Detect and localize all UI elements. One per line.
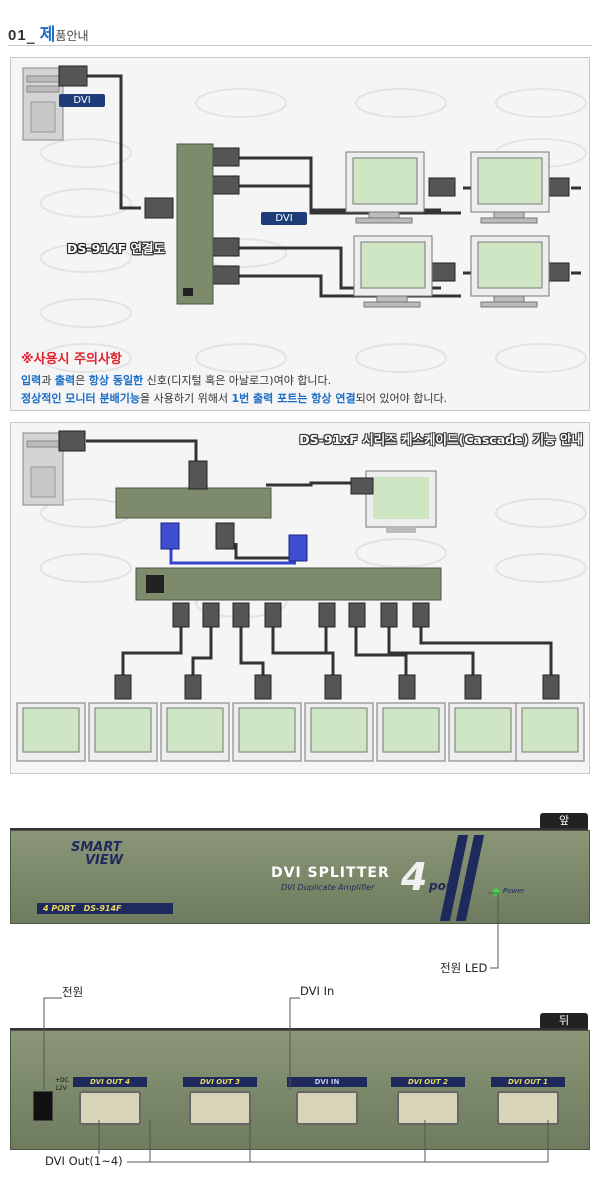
splitter-device-icon xyxy=(176,143,214,305)
port-dvi-out-3: DVI OUT 3 xyxy=(183,1077,257,1127)
section-separator: _ xyxy=(26,25,35,44)
caution-line-1-rest: 신호(디지털 혹은 아날로그)여야 합니다. xyxy=(143,374,332,387)
rear-view-tab: 뒤 xyxy=(540,1013,588,1028)
caution-line-1-output: 출력 xyxy=(54,374,76,387)
callout-dvi-in: DVI In xyxy=(300,984,335,998)
header-divider xyxy=(8,45,592,46)
product-title: DVI SPLITTER xyxy=(271,865,390,881)
model-strip: 4 PORT DS-914F xyxy=(37,903,173,914)
cascade-diagram-graphic xyxy=(16,430,587,762)
dc-label-2: 12V xyxy=(55,1085,67,1092)
product-subtitle: DVI Duplicate Amplifier xyxy=(281,883,375,892)
caution-title: ※사용시 주의사항 xyxy=(21,352,122,367)
dvi-port-icon xyxy=(397,1091,459,1125)
connection-label: DS-914F 연결도 xyxy=(67,241,166,256)
section-number: 01 xyxy=(8,27,27,44)
port-dvi-in: DVI IN xyxy=(287,1077,367,1127)
port-dvi-out-1: DVI OUT 1 xyxy=(491,1077,565,1127)
front-panel-device: SMART VIEW DVI SPLITTER DVI Duplicate Am… xyxy=(10,830,590,924)
caution-line-1-and: 과 xyxy=(41,374,55,387)
callout-power: 전원 xyxy=(62,985,84,999)
brand-line-1: SMART xyxy=(71,840,122,855)
caution-line-1-particle: 은 xyxy=(75,374,89,387)
pc-tower-icon xyxy=(22,67,64,141)
port-label: DVI OUT 3 xyxy=(183,1077,257,1087)
caution-line-2-emphasis-b: 1번 출력 포트는 항상 연결 xyxy=(231,392,356,405)
port-label: DVI OUT 1 xyxy=(491,1077,565,1087)
dvi-port-icon xyxy=(296,1091,358,1125)
connection-diagram-graphic xyxy=(22,65,587,373)
caution-line-2: 정상적인 모니터 분배기능을 사용하기 위해서 1번 출력 포트는 항상 연결되… xyxy=(21,390,447,406)
callout-power-led: 전원 LED xyxy=(440,961,488,975)
caution-line-1-input: 입력 xyxy=(21,374,42,387)
section-title-rest: 품안내 xyxy=(55,29,89,43)
dvi-tag-output: DVI xyxy=(261,212,307,225)
power-led xyxy=(493,889,499,895)
caution-line-1-emphasis: 항상 동일한 xyxy=(88,374,144,387)
port-dvi-out-4: DVI OUT 4 xyxy=(73,1077,147,1127)
monitor-icons xyxy=(345,151,550,308)
callout-dvi-out: DVI Out(1~4) xyxy=(45,1154,127,1168)
section-title-initial: 제 xyxy=(39,25,56,45)
brand-logo: SMART VIEW xyxy=(71,841,123,867)
brand-line-2: VIEW xyxy=(85,853,124,868)
dvi-tag-input: DVI xyxy=(59,94,105,107)
port-dvi-out-2: DVI OUT 2 xyxy=(391,1077,465,1127)
power-led-label: Power xyxy=(503,887,525,895)
dvi-port-icon xyxy=(189,1091,251,1125)
caution-line-2-rest: 되어 있어야 합니다. xyxy=(355,392,448,405)
section-header: 01_ 제품안내 xyxy=(8,20,89,45)
connection-diagram-panel: DVI DVI DS-914F 연결도 ※사용시 주의사항 입력과 출력은 항상… xyxy=(10,57,590,411)
watermark-pattern xyxy=(40,88,587,373)
caution-line-2-mid: 을 사용하기 위해서 xyxy=(139,392,232,405)
port-label: DVI OUT 2 xyxy=(391,1077,465,1087)
dc-label-1: +DC xyxy=(55,1077,69,1084)
front-view-divider xyxy=(10,828,588,830)
monitor-row-icons xyxy=(16,702,585,762)
cascade-diagram-panel: DS-91xF 시리즈 케스케이드(Cascade) 기능 안내 xyxy=(10,422,590,774)
rear-panel-device: +DC 12V DVI OUT 4 DVI OUT 3 DVI IN DVI O… xyxy=(10,1030,590,1150)
port-label: DVI IN xyxy=(287,1077,367,1087)
front-view-tab: 앞 xyxy=(540,813,588,828)
dc-jack xyxy=(33,1091,53,1121)
port-label: DVI OUT 4 xyxy=(73,1077,147,1087)
port-badge-number: 4 xyxy=(401,855,428,899)
dvi-port-icon xyxy=(79,1091,141,1125)
cascade-title: DS-91xF 시리즈 케스케이드(Cascade) 기능 안내 xyxy=(299,432,583,447)
dvi-port-icon xyxy=(497,1091,559,1125)
caution-line-2-emphasis-a: 정상적인 모니터 분배기능 xyxy=(21,392,140,405)
caution-line-1: 입력과 출력은 항상 동일한 신호(디지털 혹은 아날로그)여야 합니다. xyxy=(21,372,331,388)
